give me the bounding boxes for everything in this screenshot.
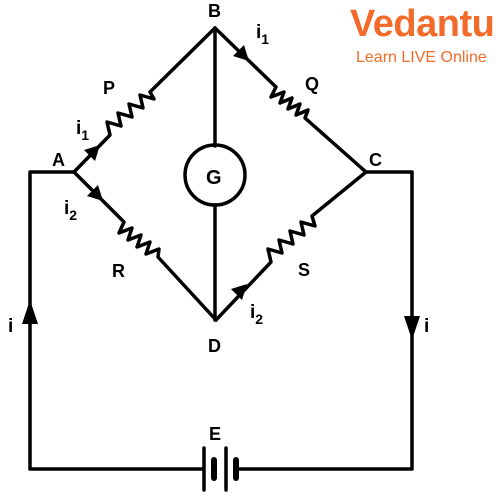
resistor-label-p: P — [103, 78, 115, 98]
resistor-p — [72, 26, 217, 174]
galvanometer-label: G — [206, 167, 222, 189]
battery-symbol — [202, 446, 239, 492]
vedantu-logo: Vedantu Learn LIVE Online — [332, 2, 500, 72]
arrow-ap-icon — [84, 145, 100, 161]
node-label-d: D — [208, 336, 221, 356]
wire-right-outer — [236, 170, 414, 471]
current-label-left: i — [8, 316, 13, 337]
current-label-ap: i1 — [76, 118, 89, 143]
current-label-ds: i2 — [250, 302, 263, 327]
arrow-bq-icon — [233, 45, 249, 61]
brand-name: Vedantu — [350, 3, 495, 45]
arrow-down-icon — [404, 316, 420, 340]
current-label-right: i — [424, 316, 429, 337]
battery-label: E — [209, 424, 221, 444]
current-label-ar: i2 — [64, 198, 77, 223]
resistor-s — [214, 170, 368, 322]
node-label-b: B — [208, 1, 221, 21]
node-label-c: C — [369, 150, 382, 170]
node-label-a: A — [52, 150, 65, 170]
arrow-ds-icon — [231, 284, 247, 300]
resistor-r — [72, 170, 218, 322]
resistor-label-r: R — [112, 261, 125, 281]
resistor-q — [213, 26, 368, 174]
resistor-label-q: Q — [305, 74, 319, 94]
galvanometer-circle — [183, 143, 247, 207]
wire-left-outer — [28, 170, 204, 471]
arrow-up-icon — [22, 300, 38, 324]
arrow-ar-icon — [87, 185, 103, 201]
brand-tagline: Learn LIVE Online — [356, 49, 487, 66]
resistor-label-s: S — [298, 260, 310, 280]
current-label-bq: i1 — [256, 22, 269, 47]
